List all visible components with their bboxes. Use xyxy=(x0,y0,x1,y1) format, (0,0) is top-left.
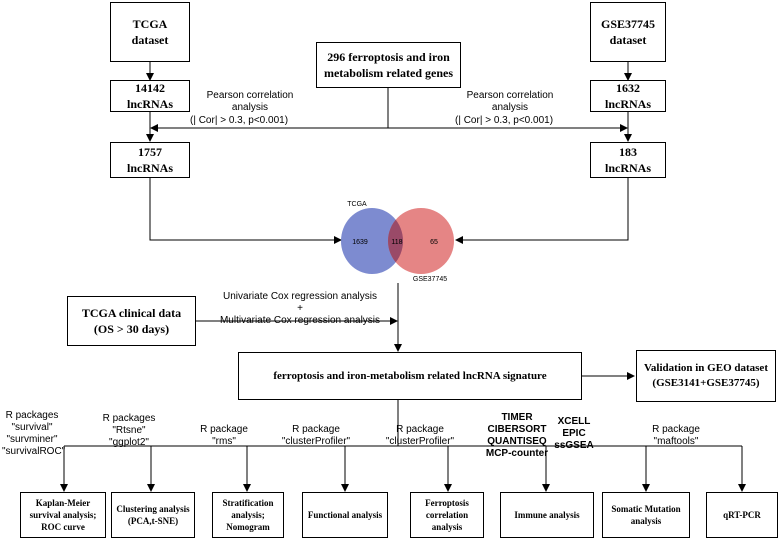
analysis-box-stratification: Stratification analysis; Nomogram xyxy=(212,492,284,538)
analysis-box-kaplan-meier: Kaplan-Meier survival analysis; ROC curv… xyxy=(20,492,106,538)
package-label-clusterprofiler-2: R package "clusterProfiler" xyxy=(385,424,455,447)
clinical-data-box: TCGA clinical data (OS > 30 days) xyxy=(67,296,196,346)
package-label-immune-methods-2: XCELL EPIC ssGSEA xyxy=(554,416,594,451)
venn-circle-gse37745 xyxy=(388,208,454,274)
analysis-box-clustering: Clustering analysis (PCA,t-SNE) xyxy=(111,492,195,538)
venn-label-tcga: TCGA xyxy=(347,201,367,208)
package-label-rtsne: R packages "Rtsne" "ggplot2" xyxy=(102,413,156,448)
venn-count-tcga-only: 1639 xyxy=(352,239,368,246)
package-label-rms: R package "rms" xyxy=(200,424,248,447)
cox-regression-label: Univariate Cox regression analysis + Mul… xyxy=(219,291,381,326)
analysis-box-ferroptosis-correlation: Ferroptosis correlation analysis xyxy=(410,492,484,538)
gse-lncrna-box: 1632 lncRNAs xyxy=(590,80,666,112)
analysis-box-qrt-pcr: qRT-PCR xyxy=(706,492,778,538)
package-label-clusterprofiler-1: R package "clusterProfiler" xyxy=(281,424,351,447)
analysis-box-functional: Functional analysis xyxy=(302,492,388,538)
tcga-dataset-box: TCGA dataset xyxy=(110,2,190,62)
venn-label-gse37745: GSE37745 xyxy=(413,276,447,283)
analysis-box-somatic-mutation: Somatic Mutation analysis xyxy=(602,492,690,538)
package-label-maftools: R package "maftools" xyxy=(652,424,700,447)
signature-box: ferroptosis and iron-metabolism related … xyxy=(238,352,582,400)
genes-box: 296 ferroptosis and iron metabolism rela… xyxy=(316,42,461,88)
arrow-gse-to-venn xyxy=(455,178,629,244)
gse37745-dataset-box: GSE37745 dataset xyxy=(590,2,666,62)
pearson-right-title: Pearson correlation analysis xyxy=(466,90,554,113)
validation-box: Validation in GEO dataset (GSE3141+GSE37… xyxy=(636,350,776,402)
venn-count-gse-only: 65 xyxy=(430,239,438,246)
package-label-survival: R packages "survival" "survminer" "survi… xyxy=(2,410,66,457)
tcga-lncrna-box: 14142 lncRNAs xyxy=(110,80,190,112)
arrow-tcga-to-venn xyxy=(149,178,342,244)
analysis-box-immune: Immune analysis xyxy=(500,492,594,538)
gse-filtered-box: 183 lncRNAs xyxy=(590,142,666,178)
venn-count-overlap: 118 xyxy=(391,239,402,246)
package-label-immune-methods-1: TIMER CIBERSORT QUANTISEQ MCP-counter xyxy=(485,412,549,459)
venn-diagram: TCGA GSE37745 1639 118 65 xyxy=(341,201,454,283)
venn-circle-tcga xyxy=(341,208,403,274)
pearson-left-criteria: (| Cor| > 0.3, p<0.001) xyxy=(190,115,289,126)
pearson-left-title: Pearson correlation analysis xyxy=(206,90,294,113)
pearson-right-criteria: (| Cor| > 0.3, p<0.001) xyxy=(455,115,554,126)
tcga-filtered-box: 1757 lncRNAs xyxy=(110,142,190,178)
